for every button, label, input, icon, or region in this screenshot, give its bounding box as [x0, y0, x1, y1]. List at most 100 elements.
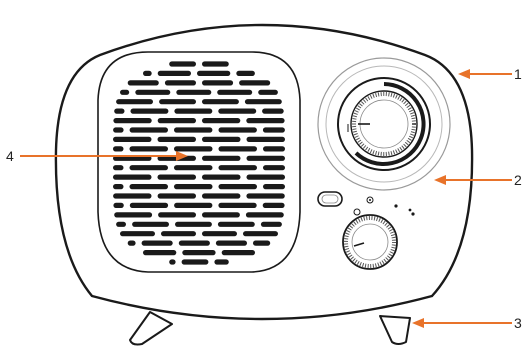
- grille-slot: [176, 89, 212, 95]
- grille-slot: [127, 80, 159, 86]
- grille-slot: [178, 240, 210, 246]
- callout-arrow-2: [434, 175, 512, 185]
- support-legs: [129, 311, 411, 346]
- grille-slot: [114, 108, 125, 114]
- grille-slot: [243, 231, 278, 237]
- grille-slot: [202, 99, 239, 105]
- grille-slot: [158, 212, 196, 218]
- grille-frame: [97, 51, 301, 273]
- callout-label-2: 2: [514, 172, 522, 188]
- grille-slot: [218, 184, 257, 190]
- grille-slot: [143, 70, 152, 76]
- grille-slot: [130, 108, 169, 114]
- front-grille: [97, 51, 301, 273]
- grille-slot: [218, 165, 257, 171]
- grille-slot: [129, 146, 168, 152]
- grille-slot: [113, 146, 124, 152]
- left-leg: [129, 311, 173, 346]
- grille-slot: [202, 212, 240, 218]
- thermostat-knob-grip: [352, 92, 416, 156]
- thermostat-scale-arc: [354, 82, 426, 166]
- mode-dial-cap: [351, 223, 389, 261]
- grille-slot: [217, 89, 253, 95]
- grille-slot: [157, 136, 196, 142]
- grille-slot: [246, 193, 285, 199]
- grille-slot: [113, 136, 152, 142]
- grille-slot: [161, 231, 196, 237]
- grille-slot: [157, 193, 196, 199]
- grille-slot: [258, 89, 278, 95]
- double-dot-icon: [408, 208, 415, 216]
- grille-slot: [120, 231, 155, 237]
- grille-slot: [246, 174, 285, 180]
- callout-label-3: 3: [514, 315, 522, 331]
- grille-slot: [253, 240, 271, 246]
- thermostat-dial-inner-ring: [325, 65, 443, 183]
- grille-slot: [218, 108, 257, 114]
- dot-icon: [394, 204, 398, 208]
- grille-slot: [202, 174, 241, 180]
- grille-slot: [113, 184, 124, 190]
- grille-slot: [202, 136, 241, 142]
- grille-slot: [246, 136, 285, 142]
- grille-slot: [217, 221, 255, 227]
- grille-slot: [116, 221, 126, 227]
- right-leg: [379, 315, 411, 345]
- grille-slot: [218, 127, 257, 133]
- grille-slot: [174, 202, 213, 208]
- grille-slot: [262, 108, 284, 114]
- grille-slot: [175, 221, 212, 227]
- grille-slot: [174, 165, 213, 171]
- off-icon: [353, 208, 361, 216]
- grille-slot: [132, 221, 169, 227]
- grille-slot: [214, 259, 229, 265]
- grille-slot: [263, 165, 285, 171]
- grille-slot: [129, 165, 168, 171]
- grille-slot: [182, 250, 216, 256]
- grille-slot: [181, 259, 209, 265]
- grille-slot: [262, 202, 285, 208]
- grille-slot: [246, 155, 285, 161]
- callout-arrow-4: [20, 151, 188, 161]
- thermostat-dial-assembly: [317, 57, 451, 191]
- grille-slot: [159, 99, 196, 105]
- grille-slot: [169, 259, 176, 265]
- control-panel: [317, 191, 415, 270]
- grille-slot: [120, 89, 130, 95]
- grille-slot: [263, 184, 285, 190]
- grille-slot: [129, 202, 169, 208]
- grille-slots: [113, 61, 285, 265]
- mode-dial-grip: [344, 216, 396, 268]
- callout-label-1: 1: [514, 66, 522, 82]
- grille-slot: [174, 184, 213, 190]
- callout-arrows: [20, 69, 512, 328]
- grille-slot: [113, 127, 124, 133]
- grille-slot: [218, 146, 257, 152]
- grille-slot: [114, 212, 153, 218]
- grille-slot: [245, 212, 284, 218]
- grille-slot: [202, 231, 237, 237]
- power-button-inner: [321, 194, 339, 204]
- callout-arrow-3: [412, 318, 512, 328]
- grille-slot: [174, 127, 213, 133]
- grille-slot: [129, 184, 168, 190]
- grille-slot: [113, 165, 124, 171]
- grille-slot: [157, 118, 196, 124]
- callout-label-4: 4: [6, 148, 14, 164]
- grille-slot: [239, 80, 271, 86]
- grille-slot: [236, 70, 255, 76]
- grille-slot: [116, 99, 153, 105]
- grille-slot: [113, 174, 152, 180]
- grille-slot: [129, 127, 168, 133]
- grille-slot: [262, 127, 285, 133]
- grille-slot: [174, 146, 213, 152]
- grille-slot: [202, 155, 241, 161]
- fan-icon: [366, 196, 374, 204]
- grille-slot: [215, 240, 247, 246]
- grille-slot: [113, 202, 124, 208]
- grille-slot: [169, 61, 196, 67]
- grille-slot: [260, 221, 282, 227]
- grille-slot: [221, 250, 255, 256]
- grille-slot: [113, 118, 152, 124]
